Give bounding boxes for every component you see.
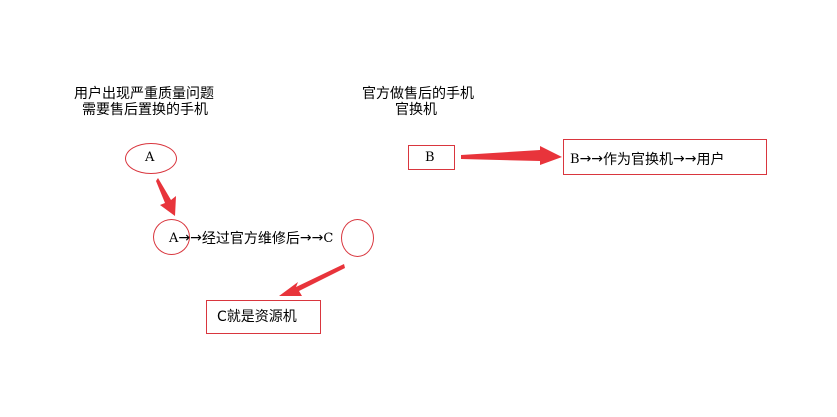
node-b-box: B bbox=[408, 145, 455, 170]
node-b-label: B bbox=[425, 150, 435, 165]
chain-b-middle-label: 作为官换机 bbox=[603, 152, 674, 168]
left-heading-line2: 需要售后置换的手机 bbox=[82, 102, 208, 118]
resource-machine-label: C就是资源机 bbox=[217, 309, 297, 325]
arrow-glyph: →→ bbox=[579, 151, 604, 167]
node-a-ellipse: A bbox=[125, 143, 177, 174]
node-a-chain-ellipse bbox=[153, 219, 190, 255]
resource-machine-box: C就是资源机 bbox=[206, 300, 321, 334]
node-c-chain-ellipse bbox=[341, 219, 374, 257]
chain-a-to-c: A →→ 经过官方维修后 →→ C bbox=[169, 229, 333, 247]
arrow-b-to-chain bbox=[461, 146, 562, 165]
chain-user-label: 用户 bbox=[696, 152, 725, 168]
chain-middle-label: 经过官方维修后 bbox=[201, 231, 300, 247]
arrow-glyph: →→ bbox=[178, 230, 202, 246]
chain-a-label: A bbox=[169, 230, 179, 246]
node-a-label: A bbox=[145, 150, 155, 165]
right-heading-line1: 官方做售后的手机 bbox=[362, 86, 474, 102]
chain-c-label: C bbox=[323, 230, 334, 246]
arrow-a-to-chain bbox=[156, 178, 176, 216]
left-heading-line1: 用户出现严重质量问题 bbox=[74, 86, 214, 102]
chain-b-to-user: B →→ 作为官换机 →→ 用户 bbox=[570, 149, 725, 169]
b-chain-box: B →→ 作为官换机 →→ 用户 bbox=[563, 139, 767, 175]
arrow-c-to-result bbox=[279, 264, 345, 296]
chain-b-label: B bbox=[570, 151, 580, 167]
arrow-glyph: →→ bbox=[299, 230, 324, 246]
arrow-glyph: →→ bbox=[673, 151, 697, 167]
right-heading-line2: 官换机 bbox=[395, 102, 437, 118]
